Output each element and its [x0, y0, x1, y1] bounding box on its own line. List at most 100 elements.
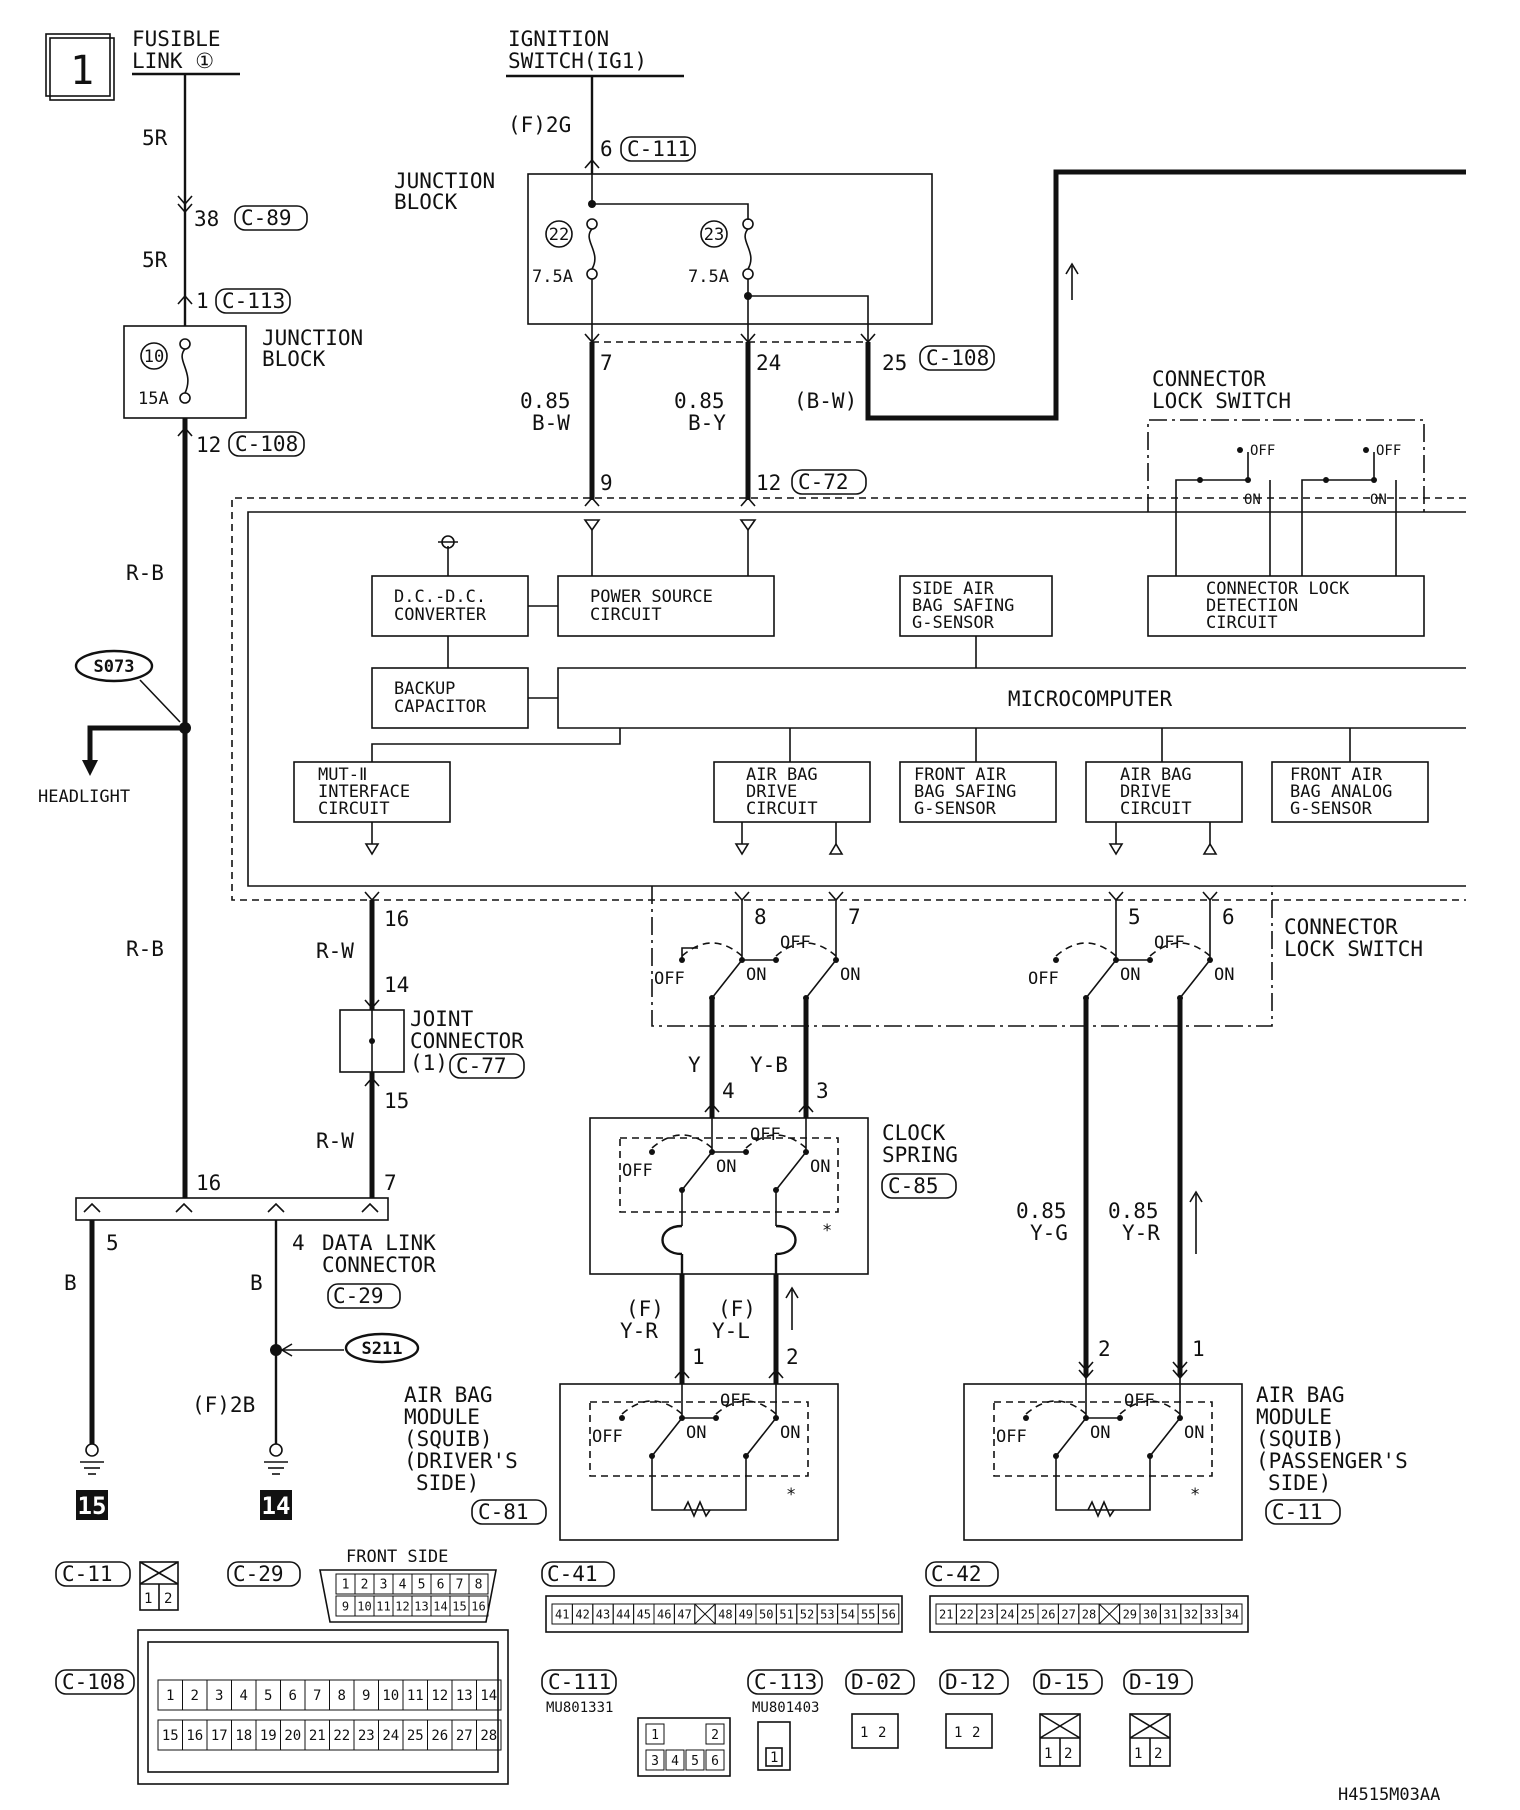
joint-label-1: JOINT	[410, 1007, 474, 1031]
front-analog-label-3: G-SENSOR	[1290, 799, 1373, 819]
dlc-label-2: CONNECTOR	[322, 1253, 436, 1277]
lock-switch-bottom-label-1: CONNECTOR	[1284, 915, 1398, 939]
c41-pin-label: 43	[596, 1607, 610, 1621]
c42-pin-label: 29	[1123, 1607, 1137, 1621]
c113-pin-1: 1	[770, 1750, 778, 1766]
lock-top-off-2: OFF	[1376, 443, 1401, 459]
lock-top-off-1: OFF	[1250, 443, 1275, 459]
c42-pin-label: 34	[1225, 1607, 1239, 1621]
conn-view-c11: C-11	[62, 1562, 113, 1586]
c42-pin-label: 21	[939, 1607, 953, 1621]
cs-on-1: ON	[716, 1157, 736, 1177]
d12-pin-1: 1	[954, 1725, 962, 1741]
pin-4-dlc: 4	[292, 1231, 305, 1255]
lock-switch-bottom-outline	[651, 886, 1273, 1027]
d02-pin-1: 1	[860, 1725, 868, 1741]
clock-spring-label-1: CLOCK	[882, 1121, 946, 1145]
cs-on-2: ON	[810, 1157, 830, 1177]
conn-c111-top: C-111	[627, 137, 690, 161]
page-number: 1	[70, 48, 94, 94]
c41-pin-label: 54	[841, 1607, 855, 1621]
lock-switch-top-2	[1301, 447, 1397, 576]
pin-6-ecu: 6	[1222, 905, 1235, 929]
conn-view-d02: D-02	[851, 1670, 902, 1694]
wire-f2g: (F)2G	[508, 113, 571, 137]
drv-off-2: OFF	[720, 1391, 751, 1411]
c29-bot-pin-label: 14	[433, 1599, 447, 1613]
cs-off-2: OFF	[750, 1125, 781, 1145]
c108-bot-pin-label: 26	[431, 1728, 448, 1744]
c108-bot-pin-label: 25	[407, 1728, 424, 1744]
ground-14-symbol	[260, 1443, 292, 1520]
c29-top-pin-label: 8	[475, 1578, 483, 1593]
pin-4-clock: 4	[722, 1079, 735, 1103]
wire-b-2: B	[250, 1271, 263, 1295]
srs-ecu-outline	[231, 497, 1466, 901]
conn-view-c42: C-42	[931, 1562, 982, 1586]
fusible-link-label-1: FUSIBLE	[132, 27, 221, 51]
front-analog-label-1: FRONT AIR	[1290, 765, 1383, 785]
c108-top-pin-label: 6	[289, 1688, 297, 1704]
pin-9-c72: 9	[600, 471, 613, 495]
power-source-label-2: CIRCUIT	[590, 605, 662, 625]
c108-top-pin-label: 11	[407, 1688, 424, 1704]
c29-top-pin-label: 7	[456, 1578, 464, 1593]
conn-c77: C-77	[456, 1054, 507, 1078]
passenger-module-label-4: (PASSENGER'S	[1256, 1449, 1408, 1473]
dcdc-label-1: D.C.-D.C.	[394, 587, 486, 607]
conn-view-d15: D-15	[1039, 1670, 1090, 1694]
ecu-drv-on-2: ON	[840, 965, 860, 985]
ecu-pas-off-1: OFF	[1028, 969, 1059, 989]
c108-top-pin-label: 3	[215, 1688, 223, 1704]
c42-pin-label: 27	[1061, 1607, 1075, 1621]
c29-top-pin-label: 4	[399, 1578, 407, 1593]
squib-passenger-icon	[1087, 1499, 1115, 1519]
c108-bot-pin-label: 18	[235, 1728, 252, 1744]
c108-bot-pin-label: 23	[358, 1728, 375, 1744]
c108-bot-cell	[476, 1719, 502, 1751]
jb-ign-label-2: BLOCK	[394, 190, 458, 214]
conn-c85: C-85	[888, 1174, 939, 1198]
pin-16-dlc: 16	[196, 1171, 221, 1195]
side-sensor-label-1: SIDE AIR	[912, 579, 995, 599]
lock-switch-top-1	[1175, 447, 1271, 576]
headlight-label: HEADLIGHT	[38, 787, 130, 807]
pin-3-clock: 3	[816, 1079, 829, 1103]
drive-circuit-1-box	[713, 761, 871, 823]
passenger-module-label-3: (SQUIB)	[1256, 1427, 1345, 1451]
drawing-code: H4515M03AA	[1338, 1785, 1440, 1805]
c111-cell	[705, 1723, 725, 1745]
c108-top-pin-label: 10	[382, 1688, 399, 1704]
c111-part-no: MU801331	[546, 1700, 613, 1716]
d15-face-icon	[1039, 1713, 1081, 1767]
conn-c108-left: C-108	[235, 432, 298, 456]
pin-7-ecu: 7	[848, 905, 861, 929]
lock-detect-label-1: CONNECTOR LOCK	[1206, 579, 1350, 599]
c108-top-pin-label: 12	[431, 1688, 448, 1704]
ecu-passenger-switch	[1053, 900, 1213, 1001]
driver-module-label-1: AIR BAG	[404, 1383, 493, 1407]
passenger-module-switch	[1023, 1376, 1183, 1519]
pin-24-c108: 24	[756, 351, 781, 375]
pin-5-dlc: 5	[106, 1231, 119, 1255]
fusible-link-label-2: LINK ①	[132, 49, 214, 73]
c108-top-pin-label: 9	[362, 1688, 370, 1704]
ecu-drv-on-1: ON	[746, 965, 766, 985]
splice-s073-label: S073	[94, 657, 135, 677]
c108-top-pin-label: 4	[240, 1688, 248, 1704]
c108-top-pin-label: 7	[313, 1688, 321, 1704]
c108-bot-pin-label: 27	[456, 1728, 473, 1744]
pin-12-c72: 12	[756, 471, 781, 495]
splice-s211-dot	[270, 1344, 282, 1356]
c108-top-cell	[476, 1679, 502, 1711]
wire-by-size: 0.85	[674, 389, 725, 413]
wire-rw-2: R-W	[316, 1129, 354, 1153]
c108-top-pin-label: 13	[456, 1688, 473, 1704]
c108-bot-pin-label: 24	[382, 1728, 399, 1744]
wire-yr2: Y-R	[1122, 1221, 1160, 1245]
lock-switch-top-label-2: LOCK SWITCH	[1152, 389, 1291, 413]
conn-c11-pass: C-11	[1272, 1500, 1323, 1524]
